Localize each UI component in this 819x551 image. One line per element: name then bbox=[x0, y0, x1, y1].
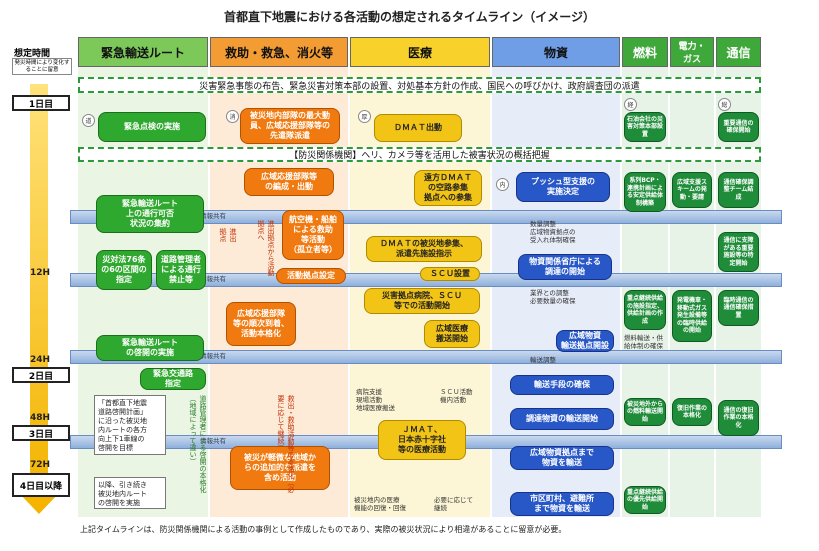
day4-box: 4日目以降 bbox=[12, 473, 70, 497]
header-power: 電力・ ガス bbox=[670, 37, 714, 67]
goods-open: 広域物資 輸送拠点開設 bbox=[556, 330, 614, 352]
time-bar-1 bbox=[70, 210, 782, 224]
fuel-b: 系列BCP・連携計画による安定供給体制構築 bbox=[624, 172, 666, 212]
comm-a: 重要通信の確保開始 bbox=[718, 112, 759, 142]
medical-hosp-note: 病院支援 現場活動 地域医療搬送 bbox=[356, 388, 395, 413]
header-fuel: 燃料 bbox=[622, 37, 668, 67]
medical-jmat: ＪＭＡＴ、 日本赤十字社 等の医療活動 bbox=[378, 420, 466, 460]
power-c: 復旧作業の本格化 bbox=[672, 398, 712, 426]
bar-label-4: 情報共有 bbox=[200, 437, 226, 445]
badge-icon: 内 bbox=[496, 178, 509, 191]
day2-box: 2日目 bbox=[12, 367, 70, 383]
medical-dmat: ＤＭＡＴ出動 bbox=[374, 114, 462, 142]
power-a: 広域支援スキームの発動・要請 bbox=[672, 172, 712, 208]
header-comm: 通信 bbox=[716, 37, 761, 67]
medical-hosp: 災害拠点病院、ＳＣＵ 等での活動開始 bbox=[364, 288, 480, 314]
medical-end-1: 被災地内の医療 機能の回復・回復 bbox=[354, 496, 406, 513]
header-route: 緊急輸送ルート bbox=[78, 37, 208, 67]
comm-c: 通信に支障がある重要施設等の特定開始 bbox=[718, 232, 759, 272]
rescue-vertical-note-3: 救出・救助活動等の本格化（必要に応じて継続） bbox=[277, 395, 295, 493]
route-plan: 「首都直下地震 道路啓開計画」 に沿った被災地 内ルートの各方 向上下1車線の … bbox=[94, 395, 166, 455]
time-note: 発災時間により変化することに留意 bbox=[12, 58, 72, 76]
medical-wide: 遠方ＤＭＡＴ の空路参集 拠点への参集 bbox=[414, 170, 482, 206]
day3-box: 3日目 bbox=[12, 425, 70, 441]
header-medical: 医療 bbox=[350, 37, 490, 67]
rescue-deploy: 被災地内部隊の最大動 員、広域応援部隊等の 先遣隊派遣 bbox=[240, 108, 340, 144]
badge-icon: 総 bbox=[718, 98, 731, 111]
route-later: 以降、引き続き 被災地内ルート の啓開を実施 bbox=[94, 477, 166, 509]
rescue-start: 広域応援部隊 等の順次到着、 活動本格化 bbox=[226, 302, 296, 346]
goods-means: 輸送手段の確保 bbox=[510, 375, 614, 395]
badge-icon: 消 bbox=[226, 110, 239, 123]
day1-box: 1日目 bbox=[12, 95, 70, 111]
rescue-base: 活動拠点設定 bbox=[276, 268, 346, 284]
rescue-late: 被災が軽微な地域か らの追加的な派遣を 含め活動 bbox=[230, 446, 330, 490]
header-rescue: 救助・救急、消火等 bbox=[210, 37, 348, 67]
badge-icon: 厚 bbox=[358, 110, 371, 123]
goods-adjust: 数量調整 広域物資拠点の 受入れ体制確保 bbox=[530, 220, 576, 245]
top-band: 災害緊急事態の布告、緊急災害対策本部の設置、対処基本方針の作成、国民への呼びかけ… bbox=[78, 77, 761, 93]
goods-local: 広域物資拠点まで 物資を輸送 bbox=[510, 446, 614, 470]
route-share: 緊急輸送ルート 上の通行可否 状況の集約 bbox=[96, 195, 204, 233]
bar-label-2: 情報共有 bbox=[200, 275, 226, 283]
rescue-air: 航空機・船舶 による救助 等活動 （孤立者等） bbox=[282, 210, 344, 260]
bar-label-3: 情報共有 bbox=[200, 352, 226, 360]
goods-ship: 輸送調整 bbox=[530, 356, 556, 364]
route-vertical-note: 道路管理者による啓開の本格化（地域によって違い） bbox=[189, 395, 207, 493]
goods-push: プッシュ型支援の 実施決定 bbox=[516, 172, 610, 202]
medical-trans: 広域医療 搬送開始 bbox=[424, 320, 480, 348]
fuel-c: 重点継続供給の施設指定、供給計画の作成 bbox=[624, 290, 666, 330]
fuel-e: 被災地外からの燃料輸送開始 bbox=[624, 398, 666, 426]
route-check: 緊急点検の実施 bbox=[98, 112, 206, 142]
medical-join: ＤＭＡＴの被災地参集、 派遣先施設指示 bbox=[366, 236, 482, 262]
badge-icon: 道 bbox=[82, 114, 95, 127]
time-label: 想定時間 bbox=[14, 49, 51, 59]
power-b: 発電機車・移動式ガス発生設備等の臨時供給の開始 bbox=[672, 290, 712, 342]
comm-b: 通信確保調整チーム結成 bbox=[718, 172, 759, 208]
goods-deliver: 調達物資の輸送開始 bbox=[510, 408, 614, 430]
medical-scu-note: ＳＣＵ活動 機内活動 bbox=[440, 388, 473, 405]
rescue-vertical-note-1: 進出拠点 bbox=[219, 228, 237, 242]
route-restore: 緊急輸送ルート の啓開の実施 bbox=[96, 335, 204, 361]
time-bar-3 bbox=[70, 350, 782, 364]
route-manager: 道路管理者 による通行 禁止等 bbox=[156, 250, 206, 290]
badge-icon: 経 bbox=[624, 98, 637, 111]
goods-city: 市区町村、避難所 まで物資を輸送 bbox=[510, 492, 614, 516]
comm-d: 臨時通信の通信確保措置 bbox=[718, 290, 759, 326]
header-goods: 物資 bbox=[492, 37, 620, 67]
fuel-f: 重点継続供給の優先供給開始 bbox=[624, 486, 666, 514]
time-arrow bbox=[30, 84, 48, 496]
route-76: 災対法76条 の6の区間の 指定 bbox=[96, 250, 152, 290]
medical-scu: ＳＣＵ設置 bbox=[420, 267, 480, 281]
fuel-a: 石油会社の災害対策本部設置 bbox=[624, 112, 666, 142]
footer-note: 上記タイムラインは、防災関係機関による活動の事例として作成したものであり、実際の… bbox=[80, 525, 567, 534]
rescue-vertical-note-2: 進出拠点から活動拠点へ bbox=[257, 220, 275, 276]
hour-12: 12H bbox=[30, 268, 51, 278]
goods-stock: 業界との調整 必要数量の確保 bbox=[530, 289, 576, 306]
fuel-d: 燃料輸送・供給体制の確保 bbox=[624, 334, 663, 351]
hour-72: 72H bbox=[30, 460, 51, 470]
hour-24: 24H bbox=[30, 355, 51, 365]
info-band: 【防災関係機関】ヘリ、カメラ等を活用した被害状況の概括把握 bbox=[78, 147, 761, 162]
route-traffic: 緊急交通路 指定 bbox=[140, 368, 206, 390]
goods-start: 物資関係省庁による 調達の開始 bbox=[518, 254, 612, 280]
rescue-form: 広域応援部隊等 の編成・出動 bbox=[244, 168, 334, 196]
page-title: 首都直下地震における各活動の想定されるタイムライン（イメージ） bbox=[224, 10, 595, 24]
hour-48: 48H bbox=[30, 413, 51, 423]
comm-e: 通信の復旧作業の本格化 bbox=[718, 400, 759, 436]
bar-label-1: 情報共有 bbox=[200, 212, 226, 220]
medical-end-2: 必要に応じて 継続 bbox=[434, 496, 473, 513]
time-arrow-head bbox=[20, 494, 58, 514]
